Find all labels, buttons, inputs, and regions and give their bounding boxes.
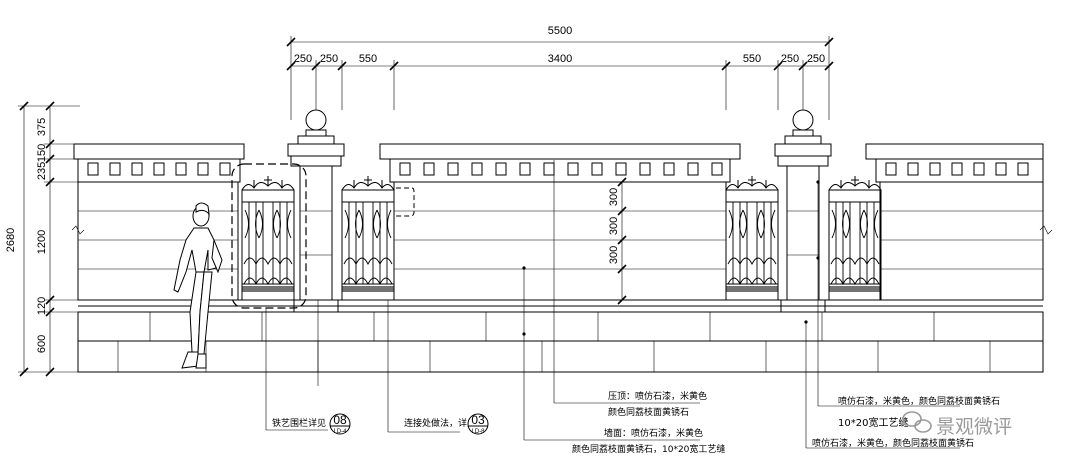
note-coping-1: 压顶：喷仿石漆，米黄色 <box>608 390 707 402</box>
detail-callout-08 <box>231 163 307 309</box>
watermark-text: 景观微评 <box>936 416 1012 438</box>
dim-total-width: 5500 <box>548 25 572 37</box>
dim-seg-2: 250 <box>320 53 338 65</box>
iron-fence-2 <box>341 175 395 301</box>
note-joint: 连接处做法，详见 <box>404 417 476 429</box>
tag-08-number: 08 <box>333 413 347 427</box>
right-pillar <box>774 109 832 313</box>
left-pillar <box>287 109 345 313</box>
dim-h-5: 120 <box>36 297 48 315</box>
dim-seg-4: 3400 <box>548 53 572 65</box>
dim-inner-1: 300 <box>608 188 620 206</box>
left-dimension-lines <box>18 101 80 377</box>
note-pillar-2: 10*20宽工艺缝 <box>838 416 908 429</box>
iron-fence-3 <box>725 175 779 301</box>
note-wall-1: 墙面：喷仿石漆，米黄色 <box>604 427 703 439</box>
tag-08-sheet: LD-4 <box>333 429 347 435</box>
dim-seg-1: 250 <box>294 53 312 65</box>
top-dimension-lines <box>286 36 834 120</box>
tag-03-sheet: LD-8 <box>471 429 485 435</box>
iron-fence-1 <box>241 175 295 301</box>
note-iron-rail: 铁艺围栏详见 <box>272 417 326 429</box>
note-wall-2: 颜色同荔枝面黄锈石，10*20宽工艺缝 <box>572 443 725 455</box>
tag-08: 08 LD-4 <box>329 413 351 435</box>
dim-h-2: 150 <box>36 144 48 162</box>
break-mark-left <box>71 225 85 235</box>
note-pillar-1: 喷仿石漆，米黄色，颜色同荔枝面黄锈石 <box>838 395 1000 407</box>
tag-03-number: 03 <box>471 413 485 427</box>
dim-inner-3: 300 <box>608 246 620 264</box>
dim-h-4: 1200 <box>36 230 48 254</box>
right-wall-panel <box>865 143 1044 301</box>
scale-figure <box>173 202 223 369</box>
note-coping-2: 颜色同荔枝面黄锈石 <box>608 406 689 418</box>
leader-lines <box>265 160 960 449</box>
note-base-1: 喷仿石漆，米黄色，颜色同荔枝面黄锈石 <box>812 437 974 449</box>
dim-seg-3: 550 <box>359 53 377 65</box>
tag-03: 03 LD-8 <box>467 413 489 435</box>
center-wall-panel <box>379 143 741 305</box>
base-plinth <box>77 299 1044 373</box>
dim-inner-2: 300 <box>608 217 620 235</box>
dim-h-6: 600 <box>36 335 48 353</box>
watermark: 景观微评 <box>902 411 1012 438</box>
dim-seg-7: 250 <box>807 53 825 65</box>
wechat-icon <box>902 411 932 433</box>
left-wall-panel <box>73 143 245 301</box>
dim-total-height: 2680 <box>5 228 17 252</box>
dim-seg-5: 550 <box>743 53 761 65</box>
break-mark-right <box>1039 225 1053 235</box>
dim-seg-6: 250 <box>781 53 799 65</box>
leader-dots <box>522 180 820 336</box>
iron-fence-4 <box>828 175 882 301</box>
dim-h-1: 375 <box>36 118 48 136</box>
dim-h-3: 235 <box>36 162 48 180</box>
detail-callout-03 <box>396 187 415 217</box>
